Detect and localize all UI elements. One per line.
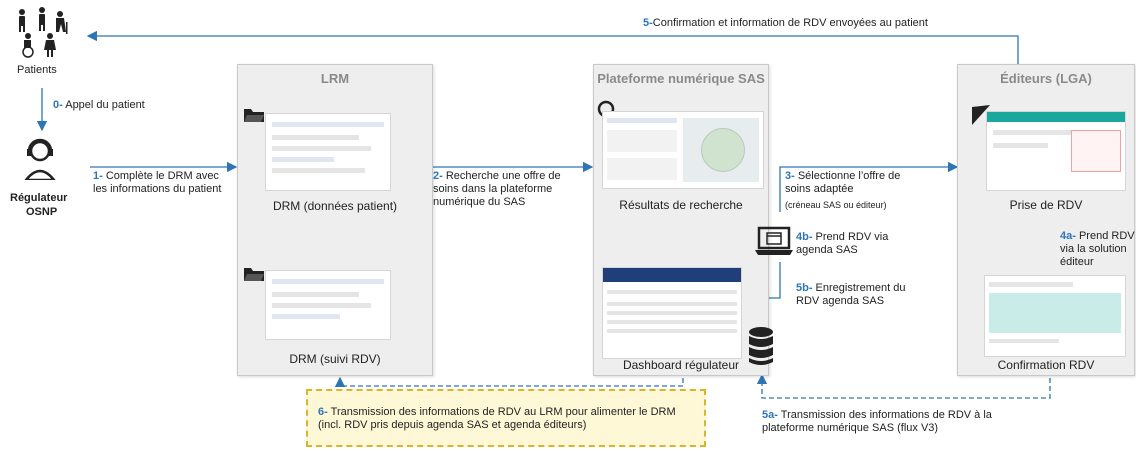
drm-patient-caption: DRM (données patient) — [272, 199, 398, 213]
editeurs-title: Éditeurs (LGA) — [1000, 71, 1092, 86]
step-4b-label: 4b- Prend RDV via agenda SAS — [796, 231, 889, 256]
arrow-step-5 — [86, 30, 1019, 64]
drm-patient-screenshot — [265, 113, 391, 191]
regulateur-label: Régulateur — [10, 192, 68, 204]
step-3-label: 3- Sélectionne l’offre de soins adaptée — [785, 170, 901, 195]
prise-rdv-screenshot — [986, 111, 1126, 191]
step-6-callout: 6- Transmission des informations de RDV … — [306, 389, 706, 447]
drm-suivi-screenshot — [265, 270, 391, 340]
step-2-label: 2- Recherche une offre de soins dans la … — [433, 170, 561, 208]
arrow-step-6 — [334, 376, 684, 388]
folder-icon — [244, 109, 264, 122]
step-5-label: 5-Confirmation et information de RDV env… — [643, 17, 928, 29]
patients-label: Patients — [17, 64, 57, 76]
step-0-label: 0- Appel du patient — [53, 99, 145, 111]
lrm-title: LRM — [320, 71, 350, 86]
cursor-arrow-icon — [972, 105, 990, 125]
step-4a-label: 4a- Prend RDV via la solution éditeur — [1060, 230, 1135, 268]
resultats-caption: Résultats de recherche — [619, 198, 743, 212]
patients-icon — [19, 7, 68, 58]
sas-panel: Plateforme numérique SAS Résultats de re… — [593, 64, 769, 376]
folder-icon — [244, 268, 264, 281]
confirmation-caption: Confirmation RDV — [997, 358, 1095, 372]
laptop-calendar-icon — [755, 226, 793, 255]
lrm-panel: LRM DRM (données patient) DRM (suivi RDV… — [237, 64, 433, 376]
step-6-label: 6- Transmission des informations de RDV … — [318, 406, 676, 431]
sas-title: Plateforme numérique SAS — [597, 71, 765, 86]
drm-suivi-caption: DRM (suivi RDV) — [289, 352, 381, 366]
operator-headset-icon — [24, 138, 56, 180]
dashboard-caption: Dashboard régulateur — [622, 358, 740, 372]
step-5b-label: 5b- Enregistrement du RDV agenda SAS — [796, 282, 906, 307]
search-results-screenshot — [602, 111, 764, 189]
arrow-step-3 — [779, 161, 959, 212]
prise-caption: Prise de RDV — [1009, 198, 1083, 212]
dashboard-screenshot — [602, 267, 742, 359]
regulateur-label-2: OSNP — [26, 206, 58, 218]
step-5a-label: 5a- Transmission des informations de RDV… — [762, 409, 992, 434]
step-1-label: 1- Complète le DRM avec les informations… — [93, 170, 222, 195]
confirmation-rdv-screenshot — [984, 275, 1126, 357]
database-icon — [749, 327, 773, 365]
arrow-step-5a — [756, 373, 1051, 399]
editeurs-panel: Éditeurs (LGA) Prise de RDV Confirmation… — [957, 64, 1135, 376]
step-3-sub: (créneau SAS ou éditeur) — [785, 200, 887, 210]
